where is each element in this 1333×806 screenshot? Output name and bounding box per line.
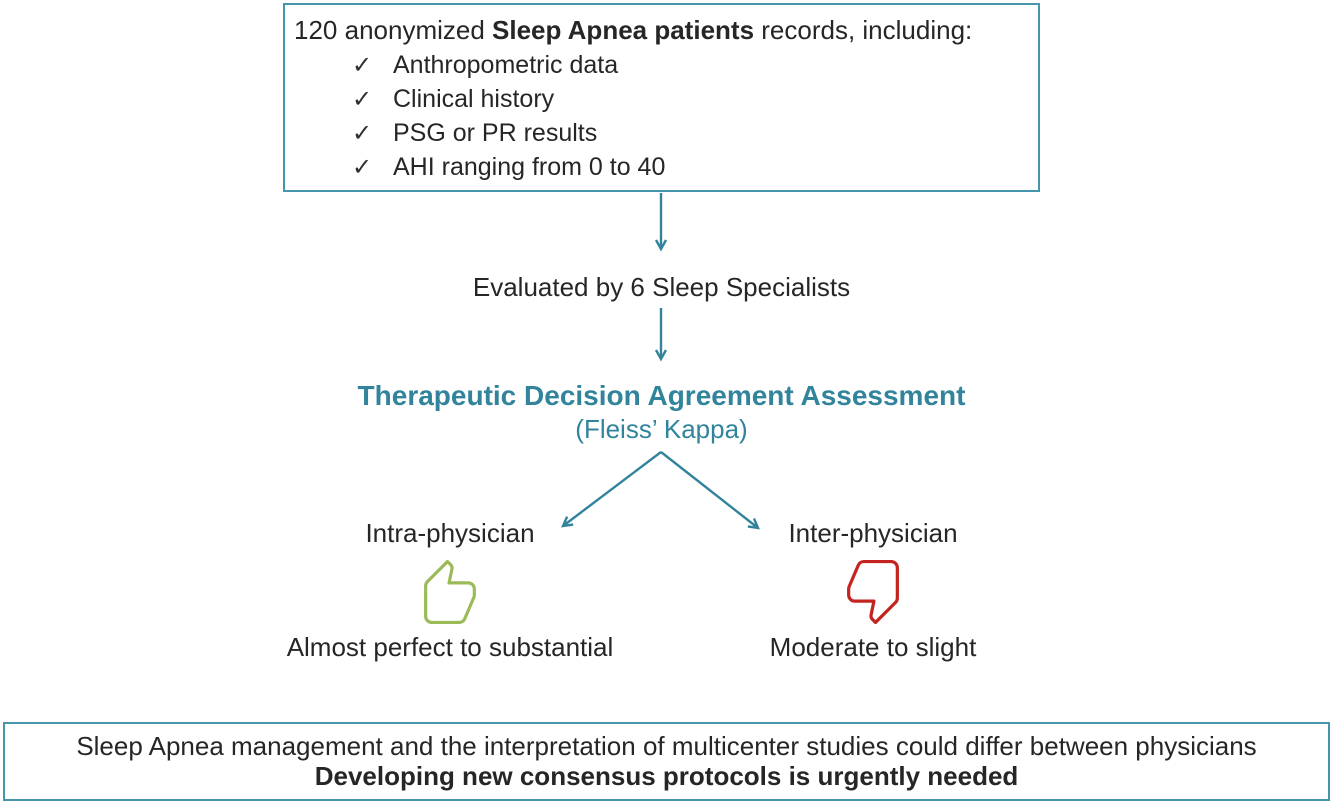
check-icon: ✓ bbox=[352, 86, 373, 113]
conclusion-box: Sleep Apnea management and the interpret… bbox=[3, 722, 1330, 801]
list-item: ✓ AHI ranging from 0 to 40 bbox=[352, 153, 1038, 187]
branch-result: Moderate to slight bbox=[769, 632, 977, 662]
list-item: ✓ Anthropometric data bbox=[352, 51, 1038, 85]
branch-result: Almost perfect to substantial bbox=[286, 632, 614, 662]
list-item-label: Anthropometric data bbox=[393, 51, 619, 79]
thumbs-down-icon bbox=[844, 557, 902, 627]
branch-intra-physician: Intra-physician Almost perfect to substa… bbox=[250, 517, 650, 662]
conclusion-line1: Sleep Apnea management and the interpret… bbox=[76, 731, 1257, 761]
list-item-label: PSG or PR results bbox=[393, 119, 598, 147]
records-title-prefix: 120 anonymized bbox=[294, 15, 493, 45]
assessment-subtitle: (Fleiss’ Kappa) bbox=[575, 414, 748, 444]
check-icon: ✓ bbox=[352, 120, 373, 147]
list-item-label: Clinical history bbox=[393, 85, 555, 113]
thumbs-up-icon bbox=[421, 557, 479, 627]
branch-label: Intra-physician bbox=[365, 518, 535, 548]
assessment-title: Therapeutic Decision Agreement Assessmen… bbox=[357, 380, 966, 411]
records-title-bold: Sleep Apnea patients bbox=[492, 15, 755, 45]
records-box: 120 anonymized Sleep Apnea patients reco… bbox=[283, 3, 1040, 192]
evaluated-text: Evaluated by 6 Sleep Specialists bbox=[472, 272, 851, 302]
check-icon: ✓ bbox=[352, 154, 373, 181]
arrow-diagonal-left-icon bbox=[561, 451, 662, 528]
check-icon: ✓ bbox=[352, 52, 373, 79]
branch-inter-physician: Inter-physician Moderate to slight bbox=[673, 517, 1073, 662]
list-item-label: AHI ranging from 0 to 40 bbox=[393, 153, 666, 181]
list-item: ✓ PSG or PR results bbox=[352, 119, 1038, 153]
records-box-title: 120 anonymized Sleep Apnea patients reco… bbox=[294, 15, 1030, 45]
branch-label: Inter-physician bbox=[788, 518, 958, 548]
list-item: ✓ Clinical history bbox=[352, 85, 1038, 119]
assessment-heading: Therapeutic Decision Agreement Assessmen… bbox=[133, 380, 1190, 444]
records-title-suffix: records, including: bbox=[754, 15, 973, 45]
records-check-list: ✓ Anthropometric data ✓ Clinical history… bbox=[352, 51, 1038, 187]
conclusion-line2: Developing new consensus protocols is ur… bbox=[314, 761, 1019, 791]
